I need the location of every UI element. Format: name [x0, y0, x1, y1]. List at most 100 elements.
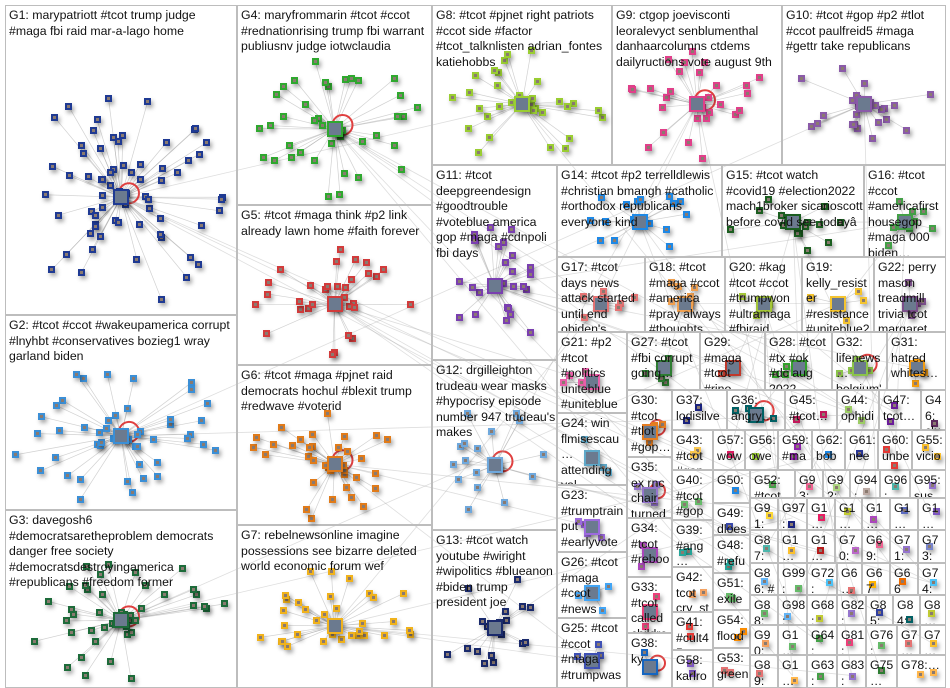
- vertex-node[interactable]: [695, 404, 703, 412]
- group-g1e[interactable]: G1… sai…: [918, 498, 946, 530]
- vertex-node[interactable]: [824, 451, 832, 459]
- vertex-node[interactable]: [816, 672, 824, 680]
- vertex-node[interactable]: [45, 597, 53, 605]
- vertex-node[interactable]: [778, 211, 786, 219]
- vertex-node[interactable]: [312, 617, 320, 625]
- vertex-node[interactable]: [260, 153, 268, 161]
- vertex-node[interactable]: [605, 469, 613, 477]
- vertex-node[interactable]: [91, 211, 99, 219]
- vertex-node[interactable]: [842, 316, 850, 324]
- vertex-node[interactable]: [891, 402, 899, 410]
- vertex-node[interactable]: [876, 540, 884, 548]
- vertex-node[interactable]: [520, 282, 528, 290]
- vertex-node[interactable]: [513, 409, 521, 417]
- group-g74[interactable]: G74: pra…: [918, 563, 946, 595]
- vertex-node[interactable]: [256, 633, 264, 641]
- vertex-node[interactable]: [682, 210, 690, 218]
- vertex-node[interactable]: [95, 428, 103, 436]
- vertex-node[interactable]: [357, 455, 365, 463]
- vertex-node[interactable]: [98, 591, 106, 599]
- vertex-node[interactable]: [96, 571, 104, 579]
- group-g73[interactable]: G73: #tc…: [918, 530, 946, 563]
- group-g34[interactable]: G34: #tcot #reboo… start…: [627, 518, 672, 577]
- hub-vertex-node[interactable]: [584, 374, 600, 391]
- vertex-node[interactable]: [630, 294, 638, 302]
- hub-vertex-node[interactable]: [593, 295, 609, 312]
- vertex-node[interactable]: [88, 246, 96, 254]
- vertex-node[interactable]: [98, 438, 106, 446]
- vertex-node[interactable]: [296, 148, 304, 156]
- vertex-node[interactable]: [488, 428, 496, 436]
- vertex-node[interactable]: [905, 278, 913, 286]
- vertex-node[interactable]: [694, 497, 702, 505]
- group-g11[interactable]: G11: #tcot deepgreendesign #goodtrouble …: [432, 165, 557, 360]
- vertex-node[interactable]: [795, 584, 803, 592]
- vertex-node[interactable]: [462, 456, 470, 464]
- vertex-node[interactable]: [848, 586, 856, 594]
- hub-vertex-node[interactable]: [113, 189, 129, 206]
- group-g32[interactable]: G32: lifenews… belgium'…: [832, 332, 887, 390]
- vertex-node[interactable]: [502, 316, 510, 324]
- vertex-node[interactable]: [443, 651, 451, 659]
- vertex-node[interactable]: [739, 293, 747, 301]
- vertex-node[interactable]: [681, 501, 689, 509]
- vertex-node[interactable]: [102, 425, 110, 433]
- vertex-node[interactable]: [698, 155, 706, 163]
- vertex-node[interactable]: [364, 269, 372, 277]
- group-g61[interactable]: G61: nee…: [845, 430, 878, 470]
- vertex-node[interactable]: [86, 229, 94, 237]
- vertex-node[interactable]: [485, 133, 493, 141]
- group-g88[interactable]: G88: mar…: [750, 595, 778, 625]
- vertex-node[interactable]: [197, 221, 205, 229]
- group-g98[interactable]: G98: goo…: [778, 595, 807, 625]
- vertex-node[interactable]: [859, 296, 867, 304]
- group-g24[interactable]: G24: win flmisescau… attending yal revol…: [557, 413, 627, 485]
- vertex-node[interactable]: [200, 602, 208, 610]
- vertex-node[interactable]: [192, 125, 200, 133]
- hub-vertex-node[interactable]: [631, 214, 648, 231]
- vertex-node[interactable]: [788, 547, 796, 555]
- vertex-node[interactable]: [308, 300, 316, 308]
- vertex-node[interactable]: [929, 225, 937, 233]
- vertex-node[interactable]: [64, 663, 72, 671]
- vertex-node[interactable]: [369, 593, 377, 601]
- vertex-node[interactable]: [855, 449, 863, 457]
- vertex-node[interactable]: [667, 297, 675, 305]
- vertex-node[interactable]: [862, 487, 870, 495]
- vertex-node[interactable]: [87, 627, 95, 635]
- vertex-node[interactable]: [658, 420, 666, 428]
- vertex-node[interactable]: [475, 149, 483, 157]
- vertex-node[interactable]: [843, 507, 851, 515]
- vertex-node[interactable]: [295, 598, 303, 606]
- group-g71[interactable]: G71: poli…: [890, 530, 918, 563]
- vertex-node[interactable]: [264, 290, 272, 298]
- group-g7x[interactable]: G7… po…: [897, 625, 920, 655]
- group-g8x[interactable]: G8… ex…: [920, 595, 946, 625]
- vertex-node[interactable]: [901, 506, 909, 514]
- vertex-node[interactable]: [928, 481, 936, 489]
- vertex-node[interactable]: [30, 637, 38, 645]
- vertex-node[interactable]: [78, 653, 86, 661]
- vertex-node[interactable]: [327, 139, 335, 147]
- group-g45[interactable]: G45: #tcot…: [785, 390, 837, 430]
- vertex-node[interactable]: [128, 168, 136, 176]
- vertex-node[interactable]: [101, 624, 109, 632]
- vertex-node[interactable]: [154, 472, 162, 480]
- group-g86[interactable]: G86: #真…: [750, 563, 778, 595]
- vertex-node[interactable]: [599, 463, 607, 471]
- vertex-node[interactable]: [641, 623, 649, 631]
- group-g60[interactable]: G60: unbe…: [878, 430, 912, 470]
- vertex-node[interactable]: [471, 311, 479, 319]
- vertex-node[interactable]: [686, 633, 694, 641]
- vertex-node[interactable]: [159, 164, 167, 172]
- vertex-node[interactable]: [187, 379, 195, 387]
- vertex-node[interactable]: [847, 609, 855, 617]
- vertex-node[interactable]: [816, 547, 824, 555]
- group-g72[interactable]: G72: strai…: [807, 563, 837, 595]
- group-g9[interactable]: G9: ctgop joevisconti leoralevyct senblu…: [612, 5, 782, 165]
- vertex-node[interactable]: [815, 635, 823, 643]
- vertex-node[interactable]: [288, 441, 296, 449]
- vertex-node[interactable]: [296, 436, 304, 444]
- vertex-node[interactable]: [255, 125, 263, 133]
- vertex-node[interactable]: [380, 632, 388, 640]
